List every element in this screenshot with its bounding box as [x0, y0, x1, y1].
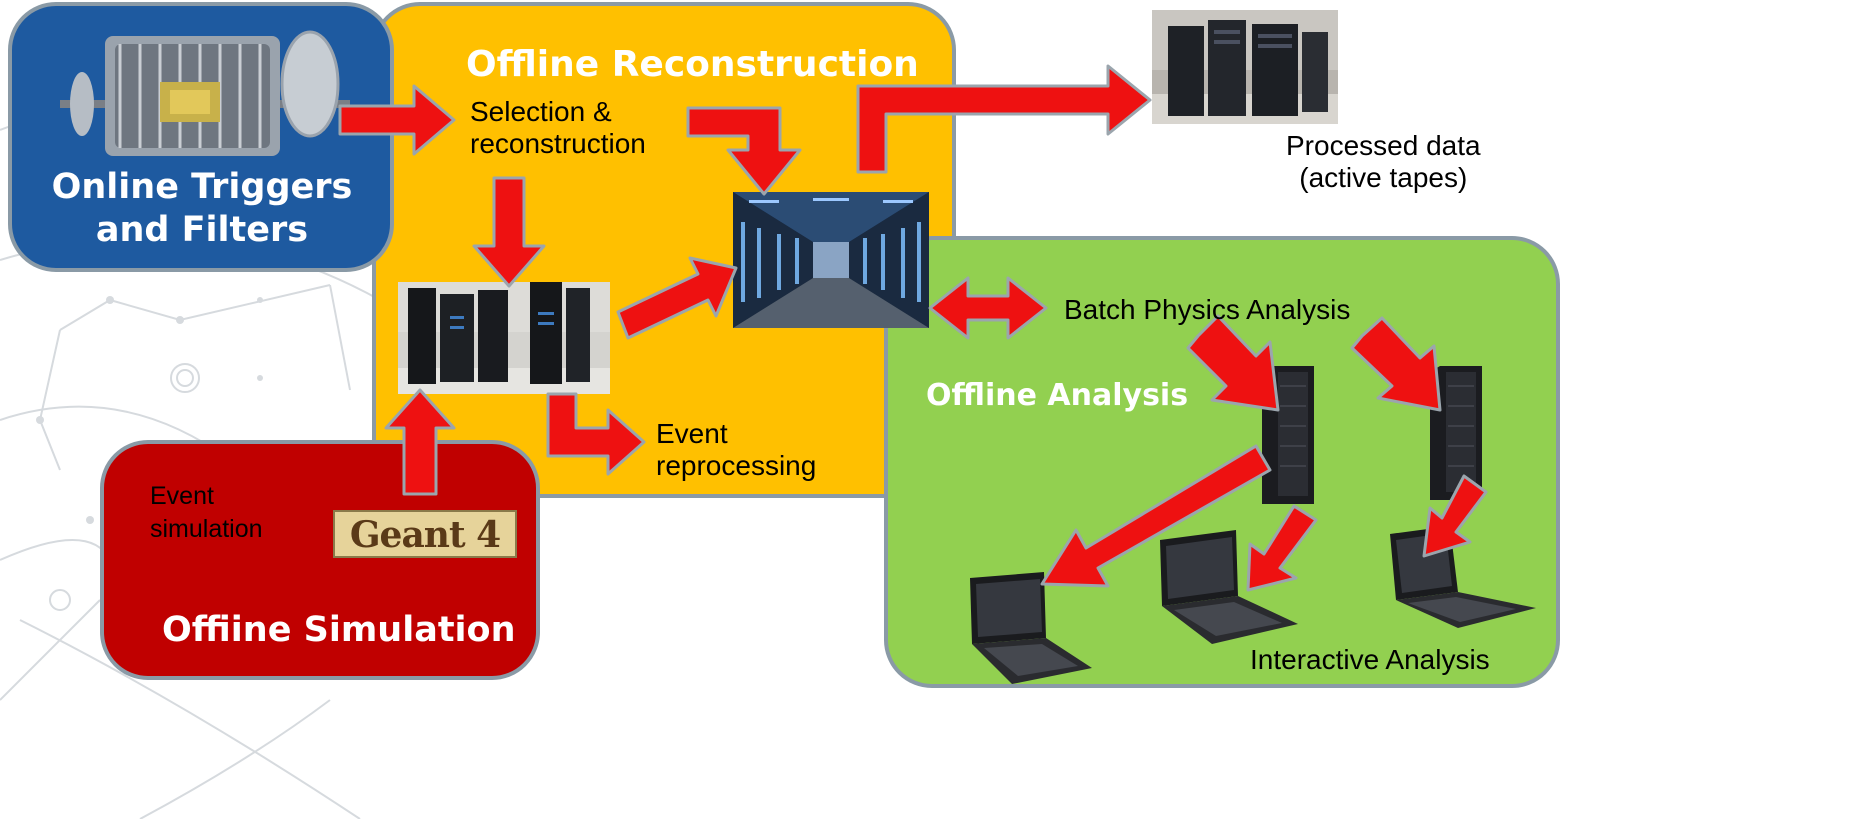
simulation-title: Offiine Simulation — [162, 610, 516, 650]
tower-server-icon — [1430, 366, 1482, 500]
datacenter-aisle-image — [733, 192, 929, 328]
processed-data-line2: (active tapes) — [1299, 162, 1468, 194]
laptop-icon — [962, 572, 1096, 690]
interactive-analysis-label: Interactive Analysis — [1250, 644, 1490, 675]
online-title-line2: and Filters — [95, 209, 309, 250]
analysis-title: Offline Analysis — [926, 378, 1189, 413]
simulation-panel: Offiine Simulation — [100, 440, 540, 680]
batch-physics-analysis-label: Batch Physics Analysis — [1064, 294, 1351, 325]
tape-storage-image — [1152, 10, 1338, 124]
event-simulation-line2: simulation — [150, 514, 263, 543]
tower-server-icon — [1262, 366, 1314, 504]
event-reprocessing-label: Event reprocessing — [656, 418, 816, 483]
selection-line2: reconstruction — [470, 128, 646, 160]
event-simulation-label: Event simulation — [150, 480, 263, 545]
detector-image — [60, 22, 350, 160]
selection-reconstruction-label: Selection & reconstruction — [470, 96, 646, 161]
laptop-icon — [1152, 530, 1302, 646]
geant4-logo-text: Geant 4 — [349, 514, 501, 556]
reprocessing-line1: Event — [656, 418, 728, 449]
reconstruction-title: Offline Reconstruction — [466, 44, 919, 85]
selection-line1: Selection & — [470, 96, 612, 127]
computer-room-image — [398, 282, 610, 394]
reprocessing-line2: reprocessing — [656, 450, 817, 482]
geant4-logo: Geant 4 — [333, 510, 517, 558]
online-title-line1: Online Triggers — [51, 167, 353, 207]
processed-data-line1: Processed data — [1286, 130, 1481, 161]
laptop-icon — [1388, 526, 1538, 630]
event-simulation-line1: Event — [150, 482, 214, 510]
online-title: Online Triggers and Filters — [12, 166, 392, 251]
processed-data-label: Processed data (active tapes) — [1286, 130, 1481, 195]
